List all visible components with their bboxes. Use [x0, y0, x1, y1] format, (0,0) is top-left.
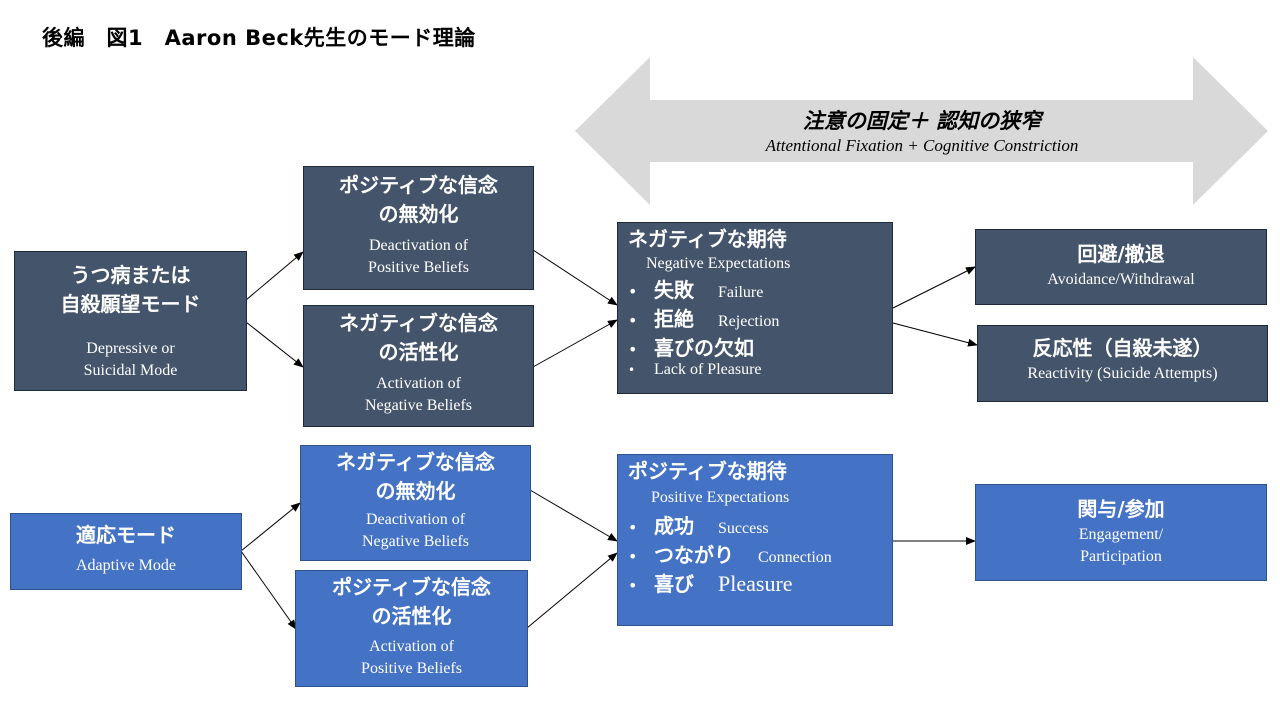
box-en-heading: Negative Expectations: [646, 255, 791, 272]
box-en-line: Positive Beliefs: [361, 660, 462, 677]
connector-arrow: [526, 552, 618, 629]
box-jp-line: 回避/撤退: [1077, 242, 1165, 266]
list-item: • 喜びの欠如: [618, 332, 892, 361]
box-jp-line: ポジティブな信念: [332, 575, 491, 599]
engagement-participation-box: 関与/参加 Engagement/ Participation: [975, 484, 1267, 581]
box-en-line: Activation of: [376, 375, 461, 392]
box-en-line: Avoidance/Withdrawal: [1047, 271, 1195, 288]
box-jp-line: うつ病または: [70, 263, 191, 287]
item-jp: つながり: [654, 543, 734, 567]
bullet: •: [628, 311, 638, 330]
box-en-line: Depressive or: [86, 340, 175, 357]
connector-arrow: [245, 321, 304, 368]
box-en-line: Suicidal Mode: [83, 362, 178, 379]
box-jp-line: の活性化: [371, 604, 452, 628]
adaptive-mode-box: 適応モード Adaptive Mode: [10, 513, 242, 590]
reactivity-box: 反応性（自殺未遂） Reactivity (Suicide Attempts): [977, 325, 1268, 402]
bullet: •: [628, 363, 636, 377]
box-jp-line: の無効化: [375, 479, 456, 503]
box-jp-line: 反応性（自殺未遂）: [1032, 336, 1213, 360]
box-en-line: Reactivity (Suicide Attempts): [1027, 365, 1218, 382]
connector-arrow: [532, 249, 618, 306]
item-jp: 喜び: [654, 572, 694, 596]
connector-arrow: [892, 266, 976, 309]
item-jp: 失敗: [654, 278, 694, 302]
box-en-line: Adaptive Mode: [76, 557, 176, 574]
item-en: Lack of Pleasure: [654, 361, 762, 378]
list-item: • Lack of Pleasure: [618, 361, 892, 390]
double-arrow-banner: [575, 57, 1268, 205]
activation-negative-beliefs-box: ネガティブな信念 の活性化 Activation of Negative Bel…: [303, 305, 534, 427]
connector-arrow: [245, 251, 304, 301]
depressive-mode-box: うつ病または 自殺願望モード Depressive or Suicidal Mo…: [14, 251, 247, 391]
item-en: Success: [718, 520, 769, 537]
bullet: •: [628, 576, 638, 595]
box-jp-line: 適応モード: [76, 523, 176, 547]
bullet: •: [628, 282, 638, 301]
box-en-line: Participation: [1080, 548, 1162, 565]
connector-arrow: [529, 489, 618, 542]
list-item: • 成功 Success: [618, 510, 892, 539]
box-jp-line: 自殺願望モード: [60, 292, 201, 316]
negative-expectations-box: ネガティブな期待 Negative Expectations • 失敗 Fail…: [617, 222, 893, 394]
box-jp-heading: ネガティブな期待: [628, 227, 787, 251]
avoidance-withdrawal-box: 回避/撤退 Avoidance/Withdrawal: [975, 229, 1267, 305]
box-jp-line: の無効化: [378, 202, 459, 226]
box-en-line: Negative Beliefs: [364, 397, 473, 414]
connector-arrow: [240, 502, 301, 552]
box-jp-line: ネガティブな信念: [339, 311, 498, 335]
deactivation-negative-beliefs-box: ネガティブな信念 の無効化 Deactivation of Negative B…: [300, 445, 531, 561]
box-jp-line: 関与/参加: [1077, 497, 1165, 521]
box-en-line: Engagement/: [1078, 526, 1164, 543]
item-en: Rejection: [718, 313, 780, 330]
box-en-heading: Positive Expectations: [651, 489, 790, 506]
bullet: •: [628, 518, 638, 537]
connector-arrow: [240, 550, 297, 630]
page-title: 後編 図1 Aaron Beck先生のモード理論: [42, 26, 476, 50]
item-en: Failure: [718, 284, 764, 301]
item-en: Pleasure: [718, 571, 793, 596]
box-en-line: Negative Beliefs: [361, 533, 470, 550]
bullet: •: [628, 547, 638, 566]
box-en-line: Positive Beliefs: [368, 259, 469, 276]
box-jp-line: ポジティブな信念: [339, 173, 498, 197]
bullet: •: [628, 340, 638, 359]
box-jp-line: の活性化: [378, 340, 459, 364]
activation-positive-beliefs-box: ポジティブな信念 の活性化 Activation of Positive Bel…: [295, 570, 528, 687]
connector-arrow: [532, 319, 618, 368]
item-jp: 成功: [654, 514, 694, 538]
banner-en-label: Attentional Fixation + Cognitive Constri…: [765, 136, 1079, 155]
box-en-line: Deactivation of: [368, 237, 469, 254]
positive-expectations-box: ポジティブな期待 Positive Expectations • 成功 Succ…: [617, 454, 893, 626]
list-item: • 失敗 Failure: [618, 274, 892, 303]
box-jp-heading: ポジティブな期待: [628, 459, 787, 483]
box-en-line: Activation of: [369, 638, 454, 655]
box-en-line: Deactivation of: [365, 511, 466, 528]
list-item: • つながり Connection: [618, 539, 892, 568]
connector-arrow: [892, 322, 978, 347]
item-jp: 喜びの欠如: [654, 336, 754, 360]
item-en: Connection: [758, 549, 832, 566]
deactivation-positive-beliefs-box: ポジティブな信念 の無効化 Deactivation of Positive B…: [303, 166, 534, 290]
list-item: • 拒絶 Rejection: [618, 303, 892, 332]
banner-jp-label: 注意の固定＋ 認知の狭窄: [802, 109, 1042, 133]
list-item: • 喜び Pleasure: [618, 568, 892, 597]
item-jp: 拒絶: [654, 307, 694, 331]
box-jp-line: ネガティブな信念: [336, 450, 495, 474]
